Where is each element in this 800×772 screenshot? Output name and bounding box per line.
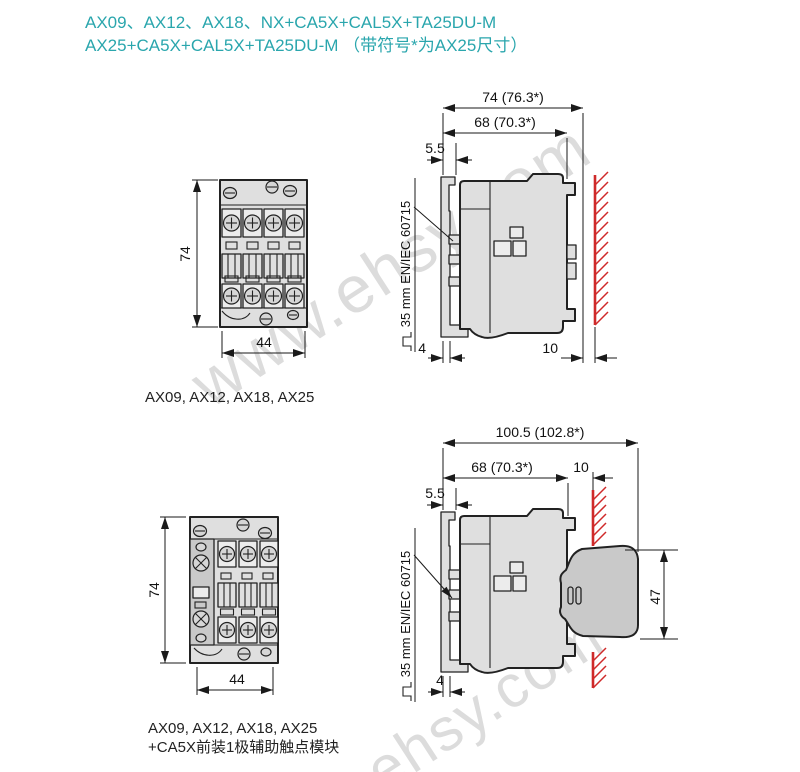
side2-attachment-height-dimension: 47 (625, 549, 678, 640)
side1-wall-gap-dimension: 10 (542, 340, 617, 362)
front-view-1: 74 (177, 179, 308, 358)
front2-ca5x-module (189, 538, 215, 646)
side1-rail-label: 35 mm EN/IEC 60715 (398, 178, 454, 352)
front1-height-label: 74 (177, 246, 193, 262)
side1-body-depth-label: 68 (70.3*) (474, 114, 535, 130)
front2-height-dimension: 74 (146, 516, 186, 664)
front2-caption-line-2: +CA5X前装1极辅助触点模块 (148, 739, 340, 756)
side1-total-depth-label: 74 (76.3*) (482, 89, 543, 105)
front1-height-dimension: 74 (177, 179, 218, 328)
front1-body (219, 179, 308, 328)
side2-ta25du-attachment (559, 544, 639, 639)
front-view-2: 74 (146, 516, 279, 695)
title-line-1: AX09、AX12、AX18、NX+CA5X+CAL5X+TA25DU-M (85, 13, 497, 32)
side1-flange-offset-dimension: 5.5 (425, 140, 472, 175)
front1-width-dimension: 44 (221, 331, 306, 358)
front1-width-label: 44 (256, 334, 272, 350)
front2-width-dimension: 44 (196, 667, 274, 695)
side1-total-depth-dimension: 74 (76.3*) (442, 89, 584, 363)
side1-wall-gap-label: 10 (542, 340, 558, 356)
side2-rail-depth-dimension: 4 (428, 672, 465, 697)
side1-flange-offset-label: 5.5 (425, 140, 445, 156)
title-line-2: AX25+CA5X+CAL5X+TA25DU-M （带符号*为AX25尺寸） (85, 36, 528, 55)
front2-caption-line-1: AX09, AX12, AX18, AX25 (148, 720, 318, 737)
front-view-2-caption: AX09, AX12, AX18, AX25 +CA5X前装1极辅助触点模块 (148, 719, 339, 757)
side2-contactor-profile (440, 508, 576, 674)
side2-flange-offset-dimension: 5.5 (425, 485, 472, 510)
side2-rail-label: 35 mm EN/IEC 60715 (398, 528, 453, 702)
side2-wall-gap-label: 10 (573, 459, 589, 475)
side2-total-depth-dimension: 100.5 (102.8*) (442, 424, 639, 552)
side2-rail-label-text: 35 mm EN/IEC 60715 (398, 551, 413, 677)
side-view-2: 100.5 (102.8*) 68 (70.3*) 10 5.5 (398, 424, 678, 702)
front2-body (189, 516, 279, 664)
side2-total-depth-label: 100.5 (102.8*) (496, 424, 585, 440)
side2-wall-gap-dimension: 10 (573, 459, 613, 490)
page-title: AX09、AX12、AX18、NX+CA5X+CAL5X+TA25DU-M AX… (85, 11, 527, 57)
front-view-1-caption: AX09, AX12, AX18, AX25 (145, 389, 315, 406)
side2-flange-offset-label: 5.5 (425, 485, 445, 501)
side1-wall-hatch (593, 171, 609, 363)
side1-rail-depth-dimension: 4 (418, 340, 465, 363)
side2-body-depth-label: 68 (70.3*) (471, 459, 532, 475)
side2-wall-hatch (591, 486, 607, 689)
side2-body-depth-dimension: 68 (70.3*) (443, 459, 569, 516)
front2-width-label: 44 (229, 671, 245, 687)
side1-body-depth-dimension: 68 (70.3*) (443, 114, 568, 179)
side1-rail-label-text: 35 mm EN/IEC 60715 (398, 201, 413, 327)
side2-attachment-height-label: 47 (647, 589, 663, 605)
front2-height-label: 74 (146, 582, 162, 598)
side1-contactor-profile (440, 173, 577, 339)
side2-rail-depth-label: 4 (436, 672, 444, 688)
side1-rail-depth-label: 4 (418, 340, 426, 356)
side-view-1: 74 (76.3*) 68 (70.3*) 5.5 (398, 89, 617, 363)
